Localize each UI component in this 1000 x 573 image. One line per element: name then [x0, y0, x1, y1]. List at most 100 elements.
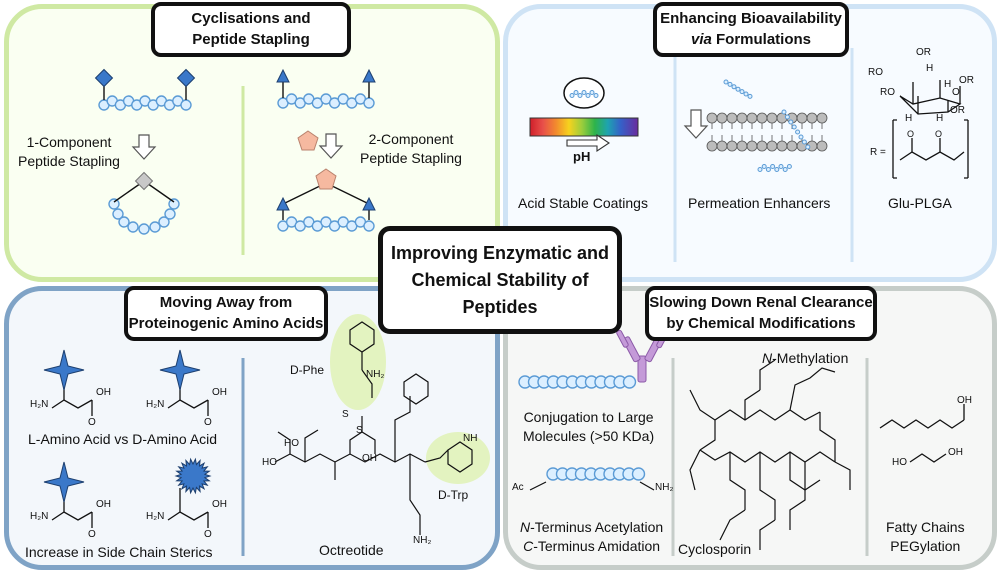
cyclosporin-structure — [689, 359, 851, 550]
bead — [363, 97, 375, 109]
lipid-head — [766, 140, 778, 152]
label-italic: C — [523, 537, 534, 554]
octreotide-group: S — [356, 425, 363, 436]
bead — [781, 109, 787, 115]
cyclosporin-label: Cyclosporin — [678, 541, 752, 557]
bead — [127, 221, 139, 233]
bead — [622, 375, 637, 389]
title-rest: Formulations — [711, 30, 812, 48]
staple-diamond-icon — [94, 68, 114, 88]
amino-group: O — [88, 417, 96, 428]
bead — [164, 208, 176, 220]
lipid-head — [736, 140, 748, 152]
two-component-label: 2-Component Peptide Stapling — [360, 130, 462, 168]
bead — [731, 84, 737, 90]
sugar-group: H — [944, 79, 952, 90]
octreotide-group: NH₂ — [366, 369, 385, 380]
label-line: N-Methylation — [762, 349, 848, 368]
bead — [786, 164, 792, 169]
mini-peptide — [569, 90, 599, 98]
linear-peptide-one-component — [98, 95, 192, 111]
fatty-oh-label: OH — [957, 395, 972, 406]
plga-polymer — [892, 119, 969, 179]
bead — [138, 223, 150, 235]
sugar-group: OR — [950, 105, 965, 116]
ph-scale-bar — [529, 117, 639, 137]
panel-title-line: Peptide Stapling — [192, 30, 310, 48]
l-vs-d-label: L-Amino Acid vs D-Amino Acid — [28, 431, 218, 447]
amino-group: H₂N — [146, 511, 165, 522]
star-icon — [159, 349, 201, 391]
octreotide-group: OH — [362, 453, 377, 464]
bead — [108, 198, 120, 210]
label-italic: N — [762, 350, 773, 366]
lipid-head — [716, 112, 728, 124]
permeation-label: Permeation Enhancers — [688, 195, 831, 211]
glu-plga-label: Glu-PLGA — [888, 195, 952, 211]
amino-group: OH — [96, 387, 111, 398]
bead — [798, 134, 804, 140]
bead — [168, 198, 180, 210]
sterics-label: Increase in Side Chain Sterics — [25, 544, 213, 560]
panel-title-line: Proteinogenic Amino Acids — [128, 314, 324, 332]
bead — [757, 167, 763, 172]
lipid-head — [756, 112, 768, 124]
bead — [573, 90, 579, 95]
panel-title-line: Enhancing Bioavailability — [660, 10, 842, 28]
polymer-o-label: O — [907, 129, 915, 139]
lipid-head — [706, 140, 718, 152]
bead — [631, 467, 646, 481]
amino-group: OH — [212, 499, 227, 510]
arrow-down-icon — [131, 134, 157, 160]
lipid-head — [736, 112, 748, 124]
bead — [805, 144, 811, 150]
bead — [782, 167, 788, 172]
bead — [158, 216, 170, 228]
pentagon-icon — [297, 130, 319, 151]
label-line: C-Terminus Amidation — [520, 537, 663, 556]
bead — [581, 90, 587, 95]
sugar-group: H — [936, 113, 944, 124]
arrow-down-icon — [318, 133, 344, 159]
octreotide-group: NH — [463, 433, 478, 444]
spiky-ball-shape — [174, 457, 212, 495]
sugar-group: RO — [880, 87, 895, 98]
conjugation-label: Conjugation to Large Molecules (>50 KDa) — [523, 408, 654, 446]
lipid-head — [816, 140, 828, 152]
label-line: 2-Component — [368, 131, 454, 147]
peg-oh-label: OH — [948, 447, 963, 458]
bead — [723, 79, 729, 85]
label-line: N-Terminus Acetylation — [520, 518, 663, 537]
arrow-right-icon — [566, 133, 610, 153]
bead — [363, 220, 375, 232]
star-icon — [43, 461, 85, 503]
lipid-head — [766, 112, 778, 124]
sugar-group: H — [905, 113, 913, 124]
one-component-label: 1-Component Peptide Stapling — [18, 133, 120, 171]
triangle-icon — [362, 196, 376, 211]
peg-structure — [909, 453, 947, 463]
bead — [585, 93, 591, 98]
bead — [788, 119, 794, 125]
triangle-icon — [362, 68, 376, 83]
lipid-head — [806, 112, 818, 124]
dphe-label: D-Phe — [290, 363, 325, 377]
center-title-line: Improving Enzymatic and — [390, 242, 610, 263]
label-rest: -Terminus Acetylation — [530, 519, 664, 535]
panel-title-proteinogenic: Moving Away from Proteinogenic Amino Aci… — [124, 286, 328, 341]
bead — [765, 167, 771, 172]
panel-title-line: by Chemical Modifications — [666, 314, 856, 332]
sugar-group: H — [926, 63, 934, 74]
center-title-line: Peptides — [462, 296, 538, 317]
conjugated-peptide — [518, 375, 637, 389]
panel-title-bioavailability: Enhancing Bioavailability via Formulatio… — [653, 2, 849, 57]
bead — [770, 164, 776, 169]
linear-peptide-two-component — [277, 93, 375, 109]
center-title-line: Chemical Stability of — [411, 269, 589, 290]
lipid-head — [816, 112, 828, 124]
bead — [743, 91, 749, 97]
bead — [747, 93, 753, 99]
bead — [791, 124, 797, 130]
bead — [761, 164, 767, 169]
octreotide-group: HO — [284, 438, 299, 449]
